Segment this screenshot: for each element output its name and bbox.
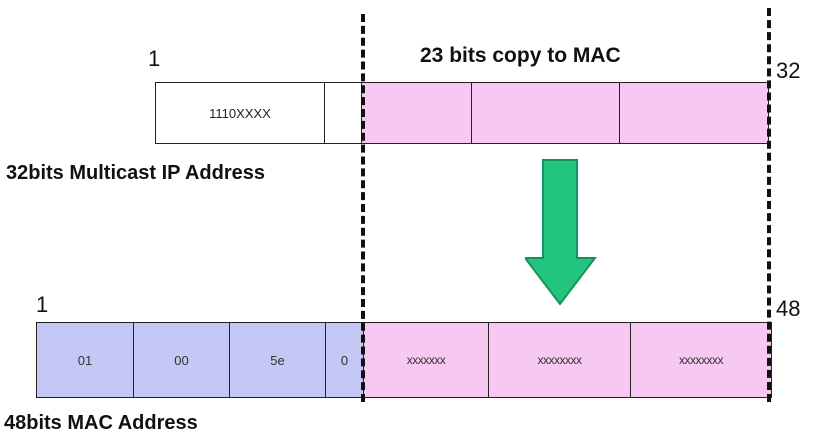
mac-cell-01: 01 — [36, 322, 134, 398]
mac-cell-copy-3: xxxxxxxx — [631, 322, 772, 398]
mac-cell-copy-2: xxxxxxxx — [489, 322, 631, 398]
mac-cell-00: 00 — [134, 322, 230, 398]
copy-boundary-left-line — [361, 14, 365, 402]
ip-start-label: 1 — [148, 46, 161, 71]
mac-cell-copy-1: xxxxxxx — [364, 322, 489, 398]
ip-cell-prefix: 1110XXXX — [155, 82, 325, 144]
copy-boundary-right-line — [767, 8, 771, 402]
ip-cell-copy-3 — [620, 82, 769, 144]
mac-caption: 48bits MAC Address — [4, 412, 198, 434]
ip-cell-copy-2 — [472, 82, 620, 144]
mac-cell-5e: 5e — [230, 322, 326, 398]
ip-copy-label: 23 bits copy to MAC — [420, 44, 621, 67]
ip-cell-gap — [325, 82, 362, 144]
mac-address-bar: 01 00 5e 0 xxxxxxx xxxxxxxx xxxxxxxx — [36, 322, 772, 398]
mac-end-label: 48 — [776, 296, 801, 321]
ip-cell-copy-1 — [362, 82, 472, 144]
down-arrow-icon — [525, 159, 598, 306]
mac-cell-0: 0 — [326, 322, 364, 398]
mac-start-label: 1 — [36, 292, 49, 317]
ip-caption: 32bits Multicast IP Address — [6, 162, 265, 184]
ip-end-label: 32 — [776, 58, 801, 83]
ip-address-bar: 1110XXXX — [155, 82, 769, 144]
